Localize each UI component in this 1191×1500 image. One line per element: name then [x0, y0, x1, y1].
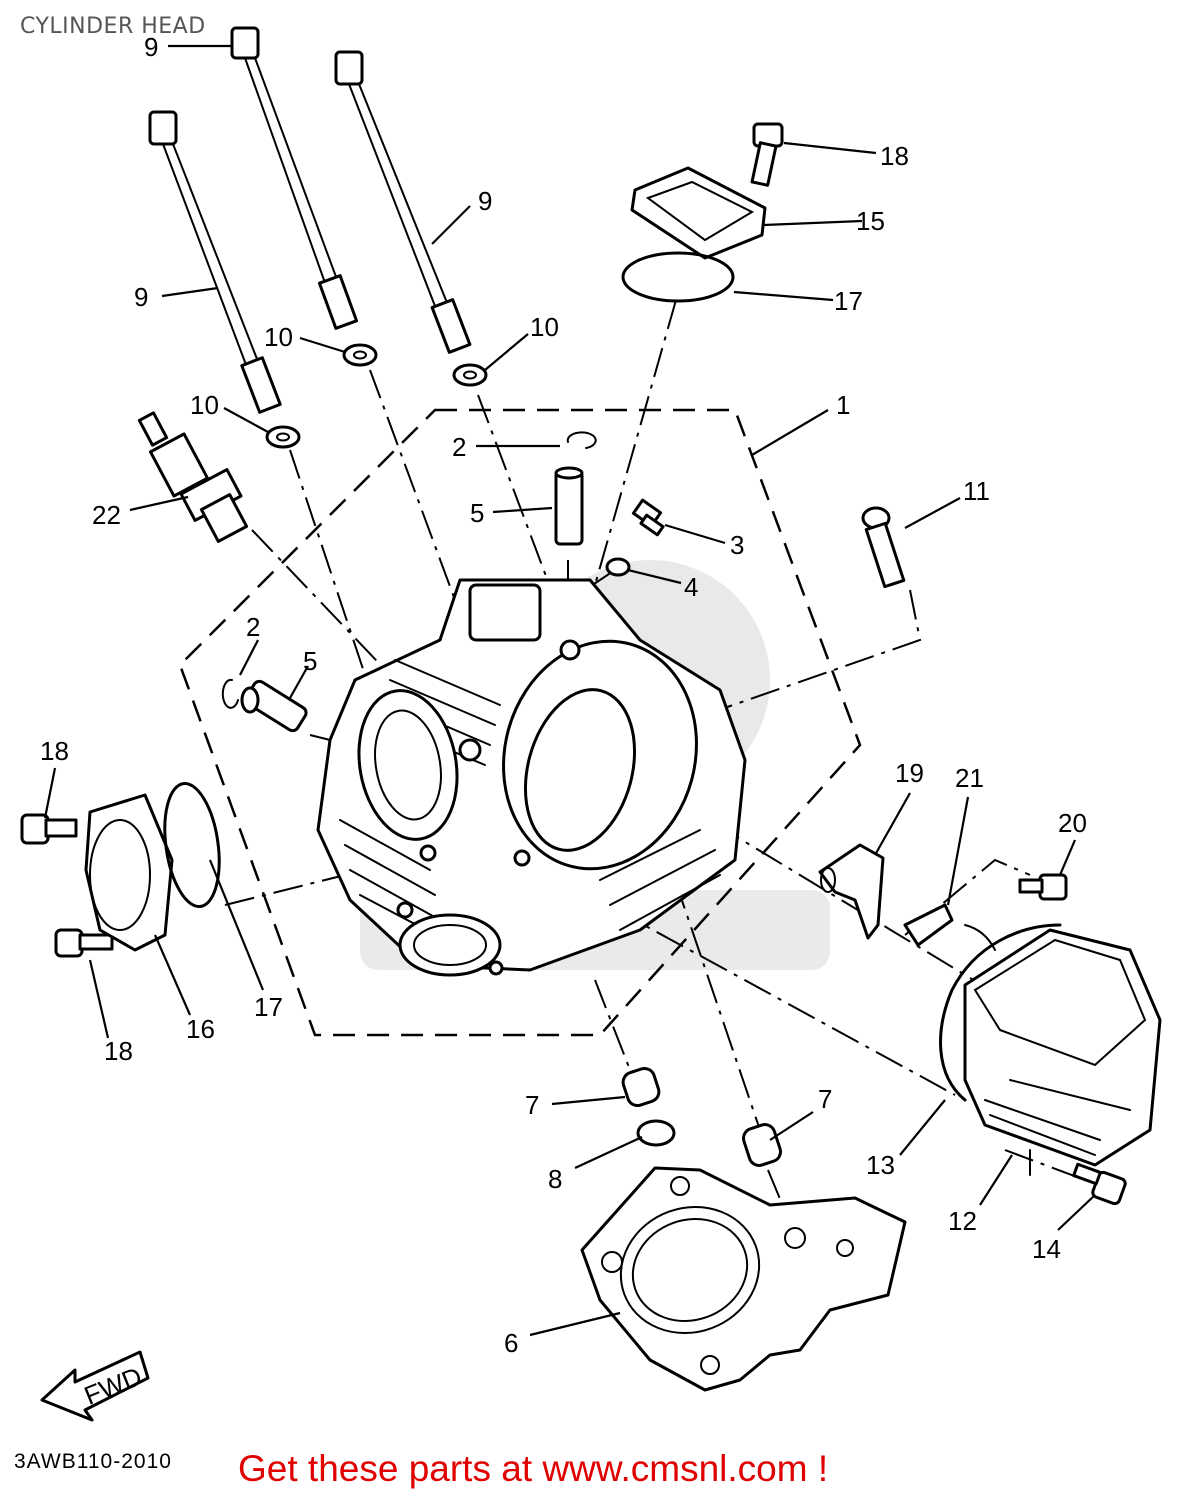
leader-lines: [43, 44, 1096, 1337]
callout-21: 21: [955, 763, 984, 793]
cylinder-gasket-6: [580, 1166, 907, 1392]
callout-13: 13: [866, 1150, 895, 1180]
callout-20: 20: [1058, 808, 1087, 838]
washer-10c: [452, 363, 488, 387]
callout-17-left: 17: [254, 992, 283, 1022]
stud-bolt-right: [334, 50, 472, 354]
callout-2-upper: 2: [452, 432, 466, 462]
washer-10b: [342, 343, 378, 367]
callout-7-left: 7: [525, 1090, 539, 1120]
callout-10-right: 10: [530, 312, 559, 342]
drawing-code: 3AWB110-2010: [14, 1450, 172, 1473]
callout-5-lower: 5: [303, 646, 317, 676]
callout-3: 3: [730, 530, 744, 560]
cylinder-head: [316, 578, 747, 977]
promo-link[interactable]: Get these parts at www.cmsnl.com !: [238, 1448, 829, 1489]
callout-12: 12: [948, 1206, 977, 1236]
o-ring-17-left: [163, 781, 221, 909]
callout-6: 6: [504, 1328, 518, 1358]
bolt-18-left-upper: [20, 813, 78, 845]
clip-2a: [566, 431, 597, 449]
callout-19: 19: [895, 758, 924, 788]
callout-4: 4: [684, 572, 698, 602]
callout-18-bottom: 18: [104, 1036, 133, 1066]
washer-10a: [265, 425, 301, 449]
callout-9-right: 9: [478, 186, 492, 216]
callout-17-top: 17: [834, 286, 863, 316]
clip-2b: [221, 678, 239, 709]
washer-8: [636, 1119, 676, 1147]
bolt-20: [1018, 873, 1068, 901]
callout-14: 14: [1032, 1234, 1061, 1264]
dowel-7a: [621, 1066, 661, 1108]
fwd-arrow-icon: FWD: [40, 1350, 150, 1422]
bolt-3: [631, 498, 665, 537]
plate-21: [903, 903, 996, 951]
callout-7-right: 7: [818, 1084, 832, 1114]
callout-18-left: 18: [40, 736, 69, 766]
valve-guide-5a: [554, 466, 584, 546]
callout-8: 8: [548, 1164, 562, 1194]
callout-10-left: 10: [190, 390, 219, 420]
callout-18-top: 18: [880, 141, 909, 171]
callout-10-middle: 10: [264, 322, 293, 352]
callout-16: 16: [186, 1014, 215, 1044]
callout-11: 11: [963, 476, 990, 506]
callout-2-lower: 2: [246, 612, 260, 642]
dowel-7b: [742, 1123, 782, 1167]
cap-15: [630, 166, 767, 260]
callout-labels: 9 9 9 10 10 10 22 2 5 3 4 2 5 1 11 18 15…: [40, 32, 1087, 1358]
callout-1: 1: [836, 390, 850, 420]
o-ring-17-top: [621, 251, 735, 303]
valve-guide-5b: [240, 679, 308, 733]
tensioner-19: [818, 843, 885, 940]
bolt-18-left-lower: [54, 928, 114, 958]
bolt-18-top: [750, 122, 784, 187]
callout-22: 22: [92, 500, 121, 530]
page-title: CYLINDER HEAD: [20, 14, 206, 39]
bolt-11: [861, 506, 906, 589]
callout-15: 15: [856, 206, 885, 236]
gasket-13: [939, 923, 1062, 1102]
bolt-14: [1072, 1162, 1127, 1206]
washer-4: [605, 557, 631, 577]
head-cover-12: [963, 928, 1162, 1176]
stud-bolt-middle: [230, 26, 359, 330]
callout-9-top: 9: [144, 32, 158, 62]
spark-plug: [137, 411, 249, 543]
side-cover-16: [84, 793, 174, 952]
stud-bolt-left: [148, 110, 282, 414]
callout-9-left: 9: [134, 282, 148, 312]
callout-5-upper: 5: [470, 498, 484, 528]
